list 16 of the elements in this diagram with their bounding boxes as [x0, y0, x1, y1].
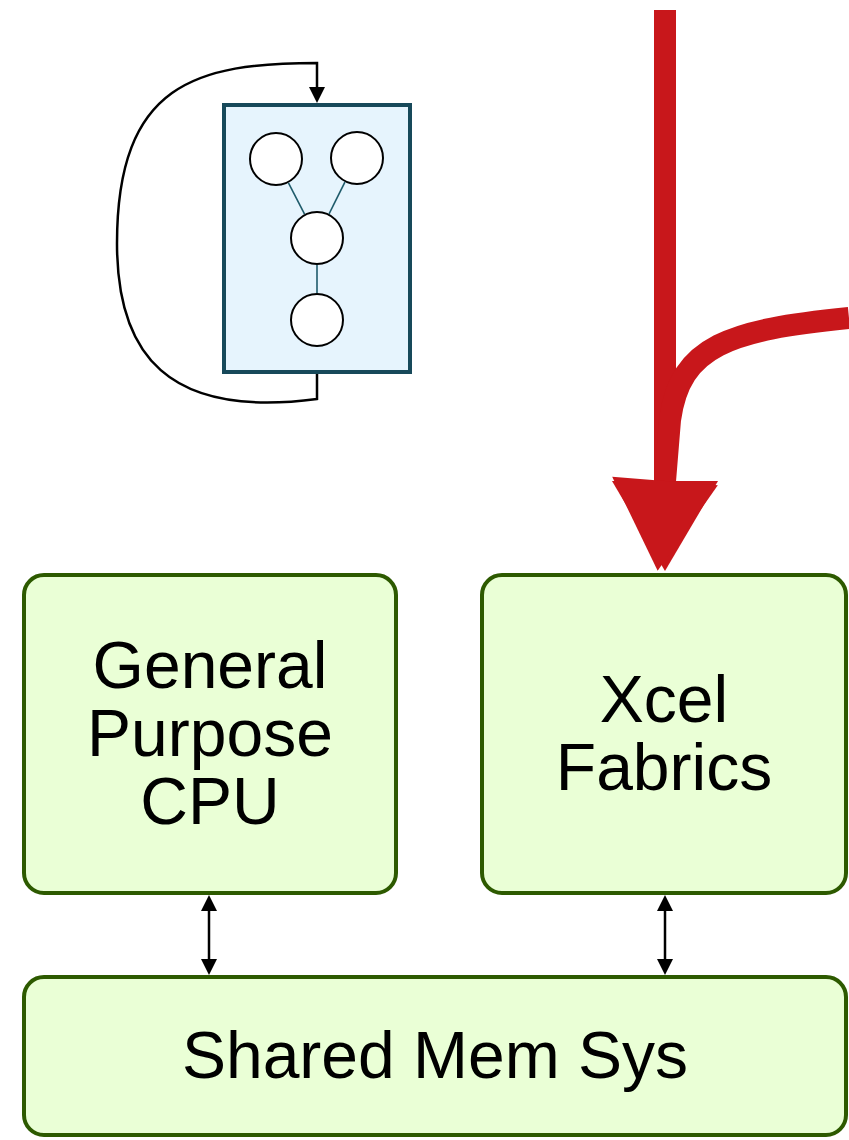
arrow: [115, 61, 325, 404]
block-box: Xcel Fabrics: [480, 573, 848, 895]
thick-arrow: [612, 10, 718, 571]
graph-node-circle: [330, 131, 384, 185]
connector-line: [328, 181, 346, 215]
thick-arrow: [612, 307, 849, 571]
graph-node-circle: [290, 293, 344, 347]
connector-line: [316, 264, 318, 294]
block-box: General Purpose CPU: [22, 573, 398, 895]
graph-panel: [222, 103, 412, 374]
arrow: [657, 895, 673, 975]
connector-line: [287, 182, 306, 215]
graph-node-circle: [290, 211, 344, 265]
arrow: [201, 895, 217, 975]
graph-node-circle: [249, 132, 303, 186]
block-box: Shared Mem Sys: [22, 975, 848, 1137]
